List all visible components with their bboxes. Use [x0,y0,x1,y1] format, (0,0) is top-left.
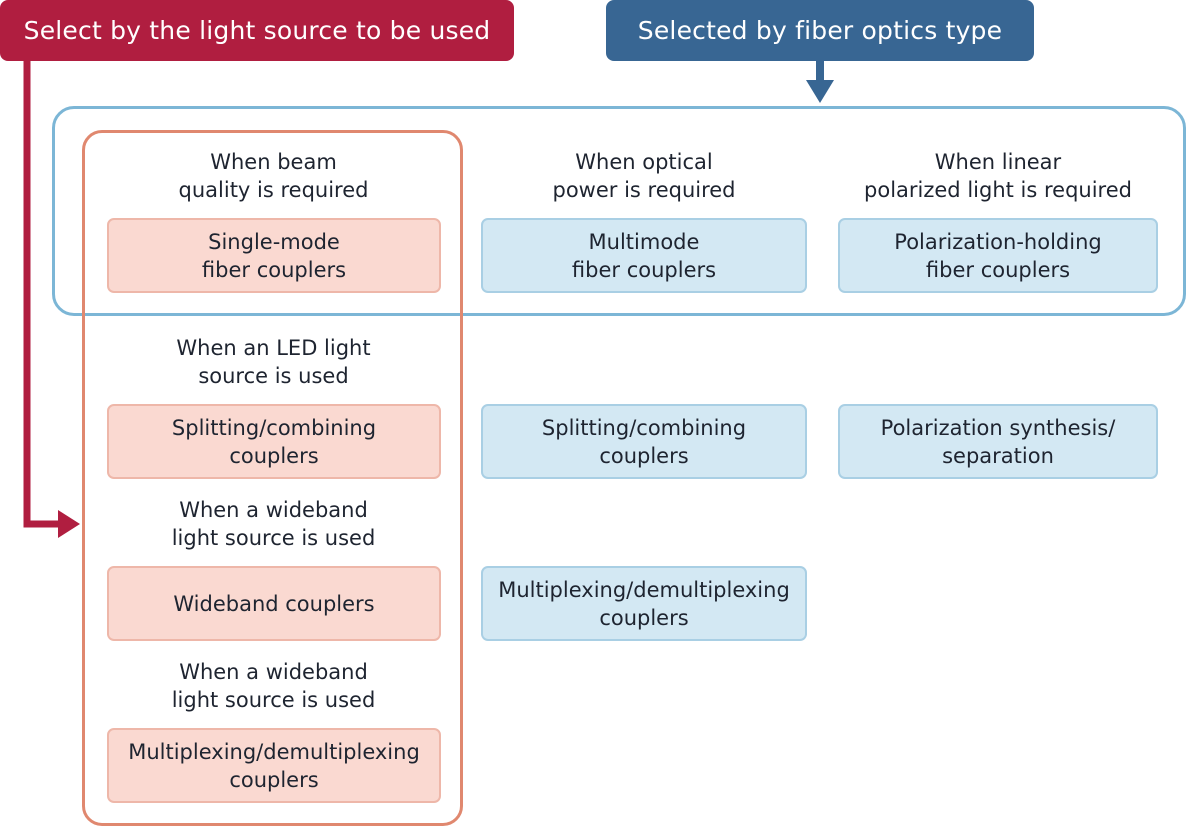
linear-polarized-heading: When linear polarized light is required [864,150,1132,202]
polarization-synthesis-box: Polarization synthesis/ separation [838,404,1158,479]
polarization-holding-couplers-box: Polarization-holding fiber couplers [838,218,1158,293]
fiber-type-arrow-line [816,60,824,82]
light-source-tab: Select by the light source to be used [0,0,514,61]
optical-power-heading: When optical power is required [552,150,736,202]
mux-demux-couplers-pink-box: Multiplexing/demultiplexing couplers [107,728,441,803]
light-source-arrow-head [58,510,80,538]
wideband-couplers-box: Wideband couplers [107,566,441,641]
fiber-type-arrow-head [806,80,834,103]
led-splitting-combining-box: Splitting/combining couplers [107,404,441,479]
light-source-group-frame [82,130,463,826]
mux-demux-couplers-blue-box: Multiplexing/demultiplexing couplers [481,566,807,641]
single-mode-fiber-couplers-box: Single-mode fiber couplers [107,218,441,293]
led-source-heading: When an LED light source is used [176,336,371,388]
fiber-type-tab: Selected by fiber optics type [606,0,1034,61]
fiber-type-group-frame [52,106,1186,316]
multimode-fiber-couplers-box: Multimode fiber couplers [481,218,807,293]
beam-quality-heading: When beam quality is required [178,150,369,202]
light-source-arrow-line [23,60,60,528]
wideband-source-heading: When a wideband light source is used [171,498,376,550]
wideband-source-heading-2: When a wideband light source is used [171,660,376,712]
splitting-combining-blue-box: Splitting/combining couplers [481,404,807,479]
